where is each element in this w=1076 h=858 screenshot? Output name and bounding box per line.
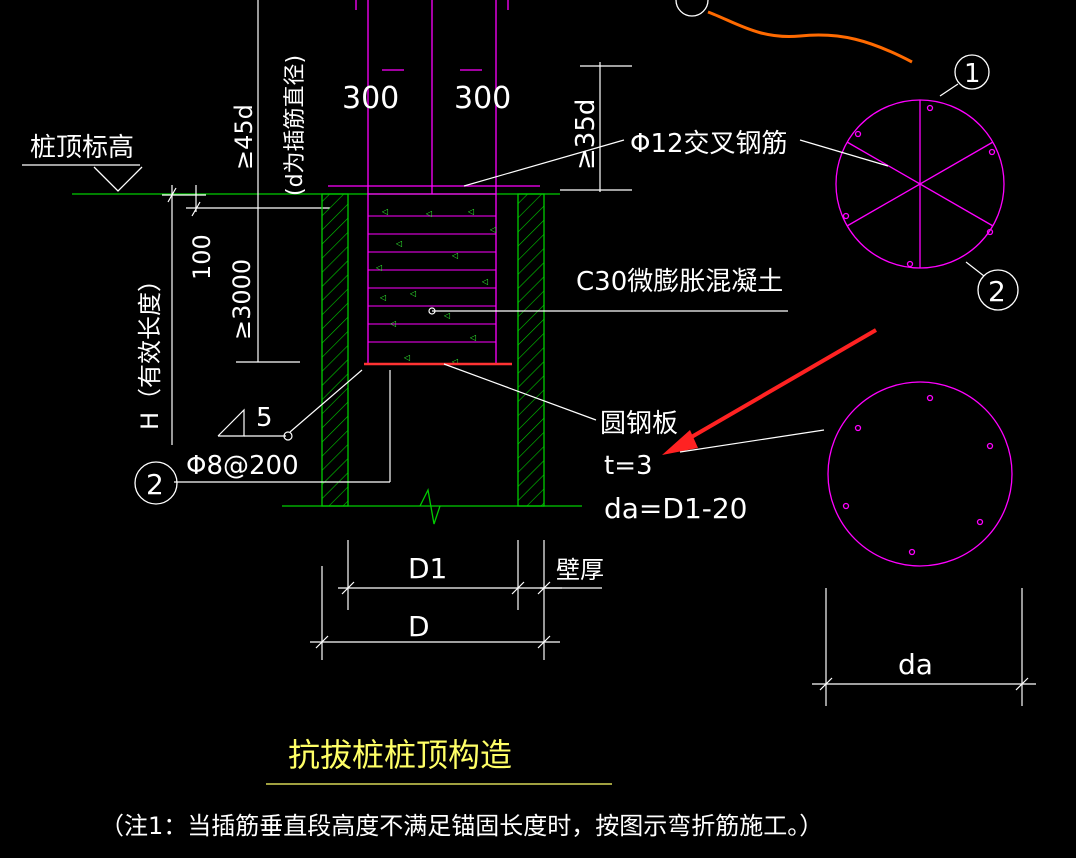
marker-2-text: 2 <box>988 275 1006 308</box>
svg-text:◁: ◁ <box>389 319 396 328</box>
drawing-note: （注1：当插筋垂直段高度不满足锚固长度时，按图示弯折筋施工。） <box>100 812 823 840</box>
effective-length-label: H（有效长度） <box>136 268 164 430</box>
svg-text:◁: ◁ <box>451 357 458 366</box>
svg-text:◁: ◁ <box>451 251 458 260</box>
concrete-core: ◁ ◁ ◁ ◁ ◁ ◁ ◁ ◁ ◁ ◁ ◁ ◁ ◁ ◁ ◁ <box>328 185 540 366</box>
d-note-label: (d为插筋直径) <box>283 55 308 196</box>
plate-dia-label: da=D1-20 <box>604 492 748 525</box>
marker-2 <box>977 269 1019 311</box>
svg-text:◁: ◁ <box>395 239 402 248</box>
svg-text:◁: ◁ <box>425 209 432 218</box>
dim-300-right: 300 <box>454 81 511 116</box>
weld-size-label: 5 <box>256 403 273 433</box>
dim-D1-label: D1 <box>408 552 447 585</box>
pile-top-elevation-label: 桩顶标高 <box>30 133 134 163</box>
bottom-dimensions <box>310 540 1036 706</box>
top-partial-marker <box>675 0 709 17</box>
leader-lines <box>428 139 788 421</box>
revision-cloud <box>707 10 913 64</box>
stirrup-leader <box>174 369 391 483</box>
left-dimensions <box>162 0 330 445</box>
dim-35d-label: ≥35d <box>571 99 601 170</box>
svg-text:◁: ◁ <box>467 207 474 216</box>
plan-leaders <box>679 83 985 453</box>
marker-2-left <box>134 461 178 505</box>
marker-2-left-text: 2 <box>146 468 164 501</box>
svg-text:◁: ◁ <box>375 263 382 272</box>
pile-wall-right <box>517 193 545 507</box>
svg-text:◁: ◁ <box>409 289 416 298</box>
cross-bar-plan <box>835 99 1005 269</box>
red-annotation-arrow <box>662 328 878 455</box>
stirrup-label: Φ8@200 <box>186 451 299 481</box>
cross-bar-label: Φ12交叉钢筋 <box>630 129 788 159</box>
dim-D-label: D <box>408 610 430 643</box>
concrete-label: C30微膨胀混凝土 <box>576 267 783 297</box>
svg-text:◁: ◁ <box>443 311 450 320</box>
svg-text:◁: ◁ <box>481 277 488 286</box>
wall-thickness-label: 壁厚 <box>556 556 604 584</box>
pile-wall-left <box>321 193 349 507</box>
anchor-45d-label: ≥45d <box>230 104 258 170</box>
right-top-dimension <box>560 62 632 192</box>
dim-300-left: 300 <box>342 81 399 116</box>
svg-text:◁: ◁ <box>403 353 410 362</box>
break-mark <box>419 487 441 525</box>
plate-label: 圆钢板 <box>600 409 678 439</box>
dim-3000-label: ≥3000 <box>228 259 256 340</box>
marker-1-text: 1 <box>964 59 981 89</box>
svg-text:◁: ◁ <box>379 293 386 302</box>
dim-da-label: da <box>898 648 933 681</box>
drawing-title: 抗拔桩桩顶构造 <box>288 736 512 774</box>
insert-rebars <box>355 0 509 194</box>
svg-text:◁: ◁ <box>489 225 496 234</box>
svg-text:◁: ◁ <box>381 207 388 216</box>
plate-thickness-label: t=3 <box>604 451 653 481</box>
marker-1 <box>954 54 990 90</box>
steel-plate-plan <box>827 381 1013 567</box>
dim-100-label: 100 <box>188 234 216 280</box>
svg-text:◁: ◁ <box>469 333 476 342</box>
